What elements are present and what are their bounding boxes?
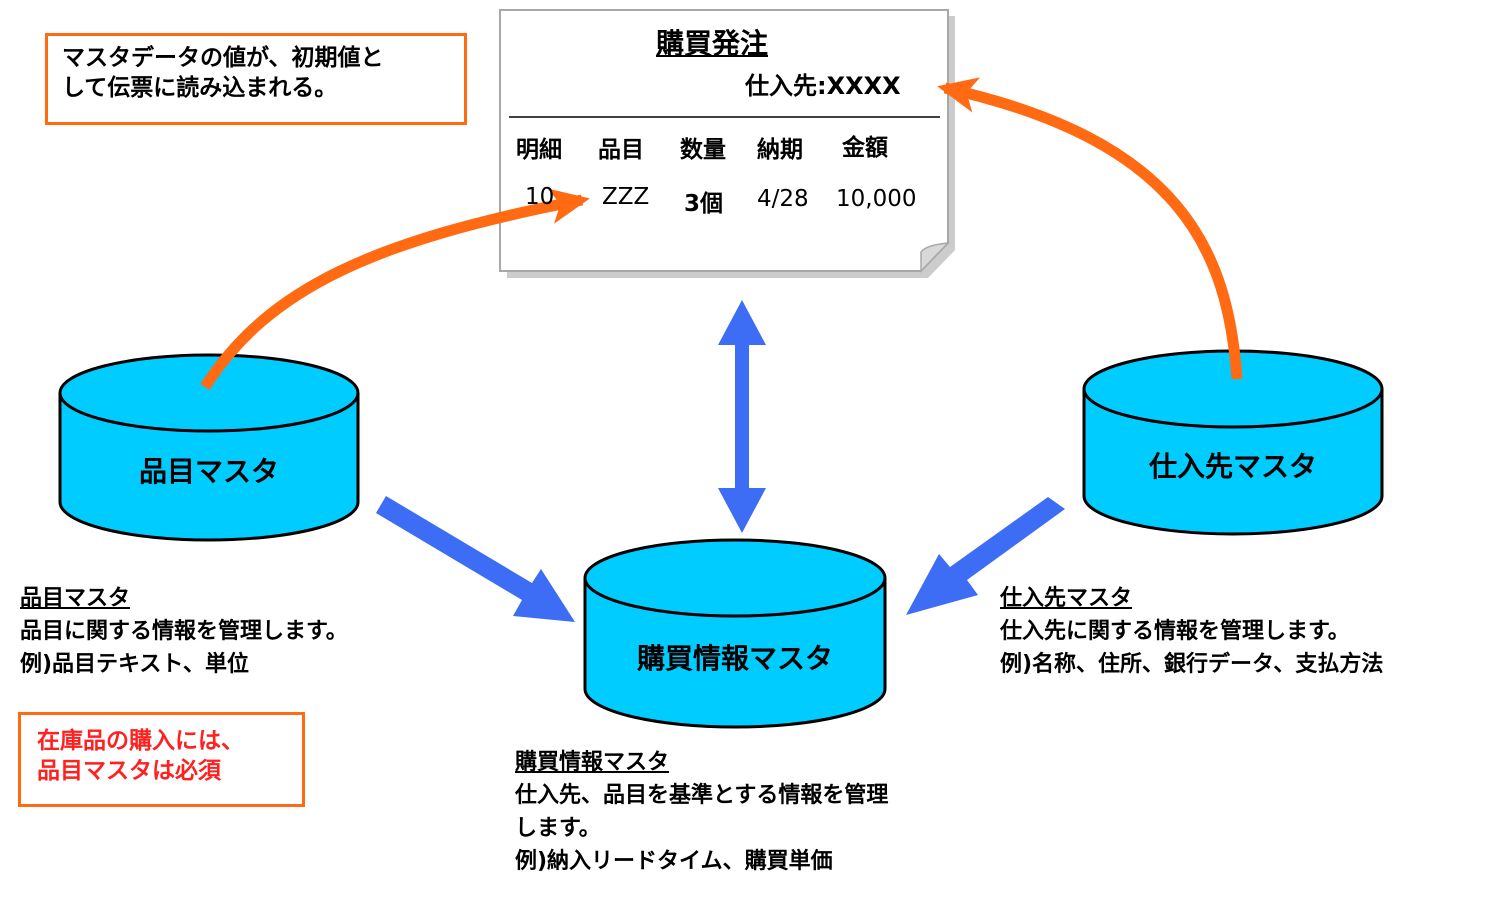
document-folded-corner xyxy=(920,242,950,273)
header-item: 明細 xyxy=(516,137,562,163)
material-desc-line-1: 品目に関する情報を管理します。 xyxy=(20,619,348,644)
vendor-master-description: 仕入先マスタ 仕入先に関する情報を管理します。 例)名称、住所、銀行データ、支払… xyxy=(1000,582,1383,681)
document-purchasing-info-double-arrow xyxy=(718,300,766,533)
vendor-master-cylinder: 仕入先マスタ xyxy=(1082,349,1384,536)
note-line-2: して伝票に読み込まれる。 xyxy=(62,74,338,101)
header-amount: 金額 xyxy=(842,135,888,161)
purchasing-desc-line-3: 例)納入リードタイム、購買単価 xyxy=(515,849,833,874)
purchasing-info-description: 購買情報マスタ 仕入先、品目を基準とする情報を管理 します。 例)納入リードタイ… xyxy=(515,746,888,878)
material-master-label: 品目マスタ xyxy=(139,455,279,488)
header-quantity: 数量 xyxy=(680,137,726,163)
vendor-master-label: 仕入先マスタ xyxy=(1148,450,1317,483)
warning-line-2: 品目マスタは必須 xyxy=(37,757,221,784)
material-to-purchasing-info-arrow xyxy=(376,496,575,622)
material-master-description: 品目マスタ 品目に関する情報を管理します。 例)品目テキスト、単位 xyxy=(20,582,348,681)
cell-amount: 10,000 xyxy=(836,186,917,212)
document-vendor: 仕入先:XXXX xyxy=(745,72,901,100)
vendor-desc-line-1: 仕入先に関する情報を管理します。 xyxy=(1000,619,1350,644)
purchasing-info-master-cylinder: 購買情報マスタ xyxy=(583,538,887,729)
header-delivery-date: 納期 xyxy=(757,137,803,163)
purchasing-info-master-label: 購買情報マスタ xyxy=(637,642,833,675)
note-line-1: マスタデータの値が、初期値と xyxy=(62,45,384,71)
note-box: マスタデータの値が、初期値と して伝票に読み込まれる。 xyxy=(45,33,467,125)
warning-box: 在庫品の購入には、 品目マスタは必須 xyxy=(18,712,305,807)
document-title: 購買発注 xyxy=(656,27,769,60)
material-master-cylinder: 品目マスタ xyxy=(58,353,360,542)
cell-delivery-date: 4/28 xyxy=(757,186,809,212)
cell-quantity: 3個 xyxy=(684,191,724,217)
material-to-document-arrow xyxy=(200,188,590,390)
vendor-to-document-arrow xyxy=(937,77,1243,380)
warning-line-1: 在庫品の購入には、 xyxy=(37,728,244,754)
material-desc-title: 品目マスタ xyxy=(20,586,131,611)
vendor-desc-title: 仕入先マスタ xyxy=(1000,586,1133,611)
purchasing-desc-line-1: 仕入先、品目を基準とする情報を管理 xyxy=(515,783,889,808)
material-desc-line-2: 例)品目テキスト、単位 xyxy=(20,652,249,677)
header-material: 品目 xyxy=(598,137,644,163)
purchase-order-document xyxy=(499,9,955,278)
purchasing-desc-title: 購買情報マスタ xyxy=(515,750,670,775)
cell-material: ZZZ xyxy=(602,184,650,210)
purchasing-desc-line-2: します。 xyxy=(515,816,601,841)
cell-item: 10 xyxy=(525,184,555,210)
vendor-desc-line-2: 例)名称、住所、銀行データ、支払方法 xyxy=(1000,652,1384,677)
vendor-to-purchasing-info-arrow xyxy=(906,497,1065,615)
